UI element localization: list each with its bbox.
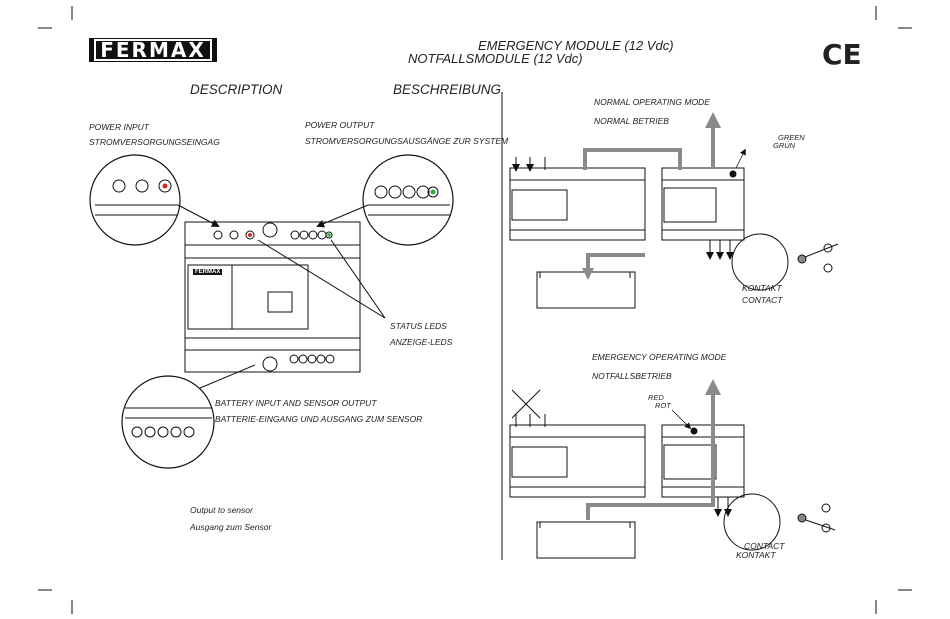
title-en: EMERGENCY MODULE (12 Vdc) [478, 38, 674, 53]
pointer-lines [177, 204, 386, 389]
title-de: NOTFALLSMODULE (12 Vdc) [408, 51, 583, 66]
power-input-zoom [89, 154, 181, 246]
power-output-zoom [362, 154, 454, 246]
normal-mode-drawing [509, 148, 839, 309]
emergency-mode-drawing [509, 389, 836, 559]
status-leds-label: STATUS LEDS [390, 321, 447, 331]
fermax-logo: FERMAX [89, 38, 217, 62]
power-input-label-de: STROMVERSORGUNGSEINGAG [89, 137, 220, 147]
status-leds-label-de: ANZEIGE-LEDS [390, 337, 453, 347]
section-description-de: BESCHREIBUNG [393, 82, 502, 97]
module-body [184, 221, 361, 373]
green-led-label: GREEN [778, 133, 805, 142]
normal-mode-flow [583, 128, 715, 268]
sensor-label-de: Ausgang zum Sensor [190, 522, 272, 532]
normal-contact-en: CONTACT [742, 295, 783, 305]
power-output-label: POWER OUTPUT [305, 120, 375, 130]
emergency-contact-en: CONTACT [744, 541, 785, 551]
battery-label-de: BATTERIE-EINGANG UND AUSGANG ZUM SENSOR [215, 414, 423, 424]
emergency-mode-flow [586, 395, 715, 520]
green-led-label-de: GRÜN [773, 141, 796, 150]
battery-zoom [121, 375, 215, 469]
power-input-label: POWER INPUT [89, 122, 149, 132]
emergency-mode-title-de: NOTFALLSBETRIEB [592, 371, 672, 381]
red-led-label-de: ROT [655, 401, 671, 410]
crop-marks [38, 6, 912, 614]
normal-mode-title: NORMAL OPERATING MODE [594, 97, 710, 107]
normal-contact-de: KONTAKT [742, 283, 782, 293]
section-description-en: DESCRIPTION [190, 82, 283, 97]
emergency-mode-title: EMERGENCY OPERATING MODE [592, 352, 727, 362]
normal-mode-title-de: NORMAL BETRIEB [594, 116, 669, 126]
module-logo: FERMAX [193, 269, 223, 275]
power-output-label-de: STROMVERSORGUNGSAUSGÄNGE ZUR SYSTEM [305, 136, 509, 146]
battery-label: BATTERY INPUT AND SENSOR OUTPUT [215, 398, 377, 408]
emergency-contact-de: KONTAKT [736, 550, 776, 560]
ce-mark: CE [822, 38, 862, 71]
red-led-label: RED [648, 393, 664, 402]
sensor-label: Output to sensor [190, 505, 253, 515]
